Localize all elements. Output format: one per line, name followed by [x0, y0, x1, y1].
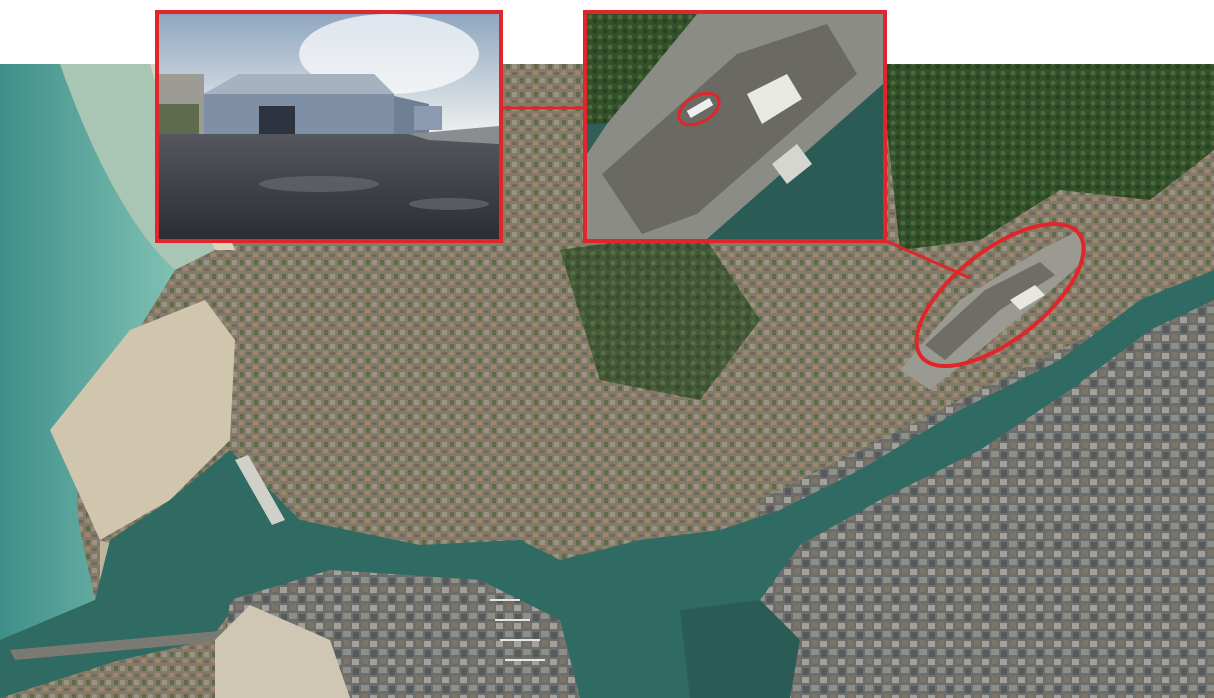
truck-trailer — [686, 98, 714, 118]
zoom-inset-highlight — [677, 91, 721, 127]
puddle-reflection-2 — [409, 198, 489, 210]
long-warehouse-roof — [602, 24, 857, 234]
canal-west — [587, 124, 607, 154]
warehouse-door — [259, 106, 295, 134]
south-beach — [215, 605, 350, 698]
inner-basin — [680, 600, 800, 698]
hedge — [159, 104, 199, 134]
ground-photo-inset — [155, 10, 503, 243]
quay-white-roof — [1010, 285, 1045, 310]
quay-warehouse — [925, 262, 1055, 360]
quay-aerial-zoom — [587, 14, 883, 239]
sea — [0, 64, 175, 640]
connector-zoom-to-map — [883, 238, 971, 280]
park-area — [560, 230, 760, 400]
harbour-channel — [0, 270, 1214, 698]
white-building-roof — [747, 74, 802, 124]
port-platform — [50, 300, 235, 540]
puddle-reflection — [259, 176, 379, 192]
warehouse-photo — [159, 14, 499, 239]
docked-ship — [235, 455, 285, 525]
zoom-inset — [583, 10, 887, 243]
tree-strip — [587, 14, 697, 134]
marina-pontoons — [490, 599, 545, 661]
warehouse-small-unit — [414, 106, 442, 130]
south-pier — [10, 630, 235, 660]
warehouse-roof — [204, 74, 394, 94]
map-quay-highlight — [914, 221, 1086, 369]
woodland-area — [880, 64, 1214, 250]
railway-track — [409, 126, 499, 144]
industrial-zone — [760, 300, 1214, 698]
pontoon — [772, 144, 812, 184]
